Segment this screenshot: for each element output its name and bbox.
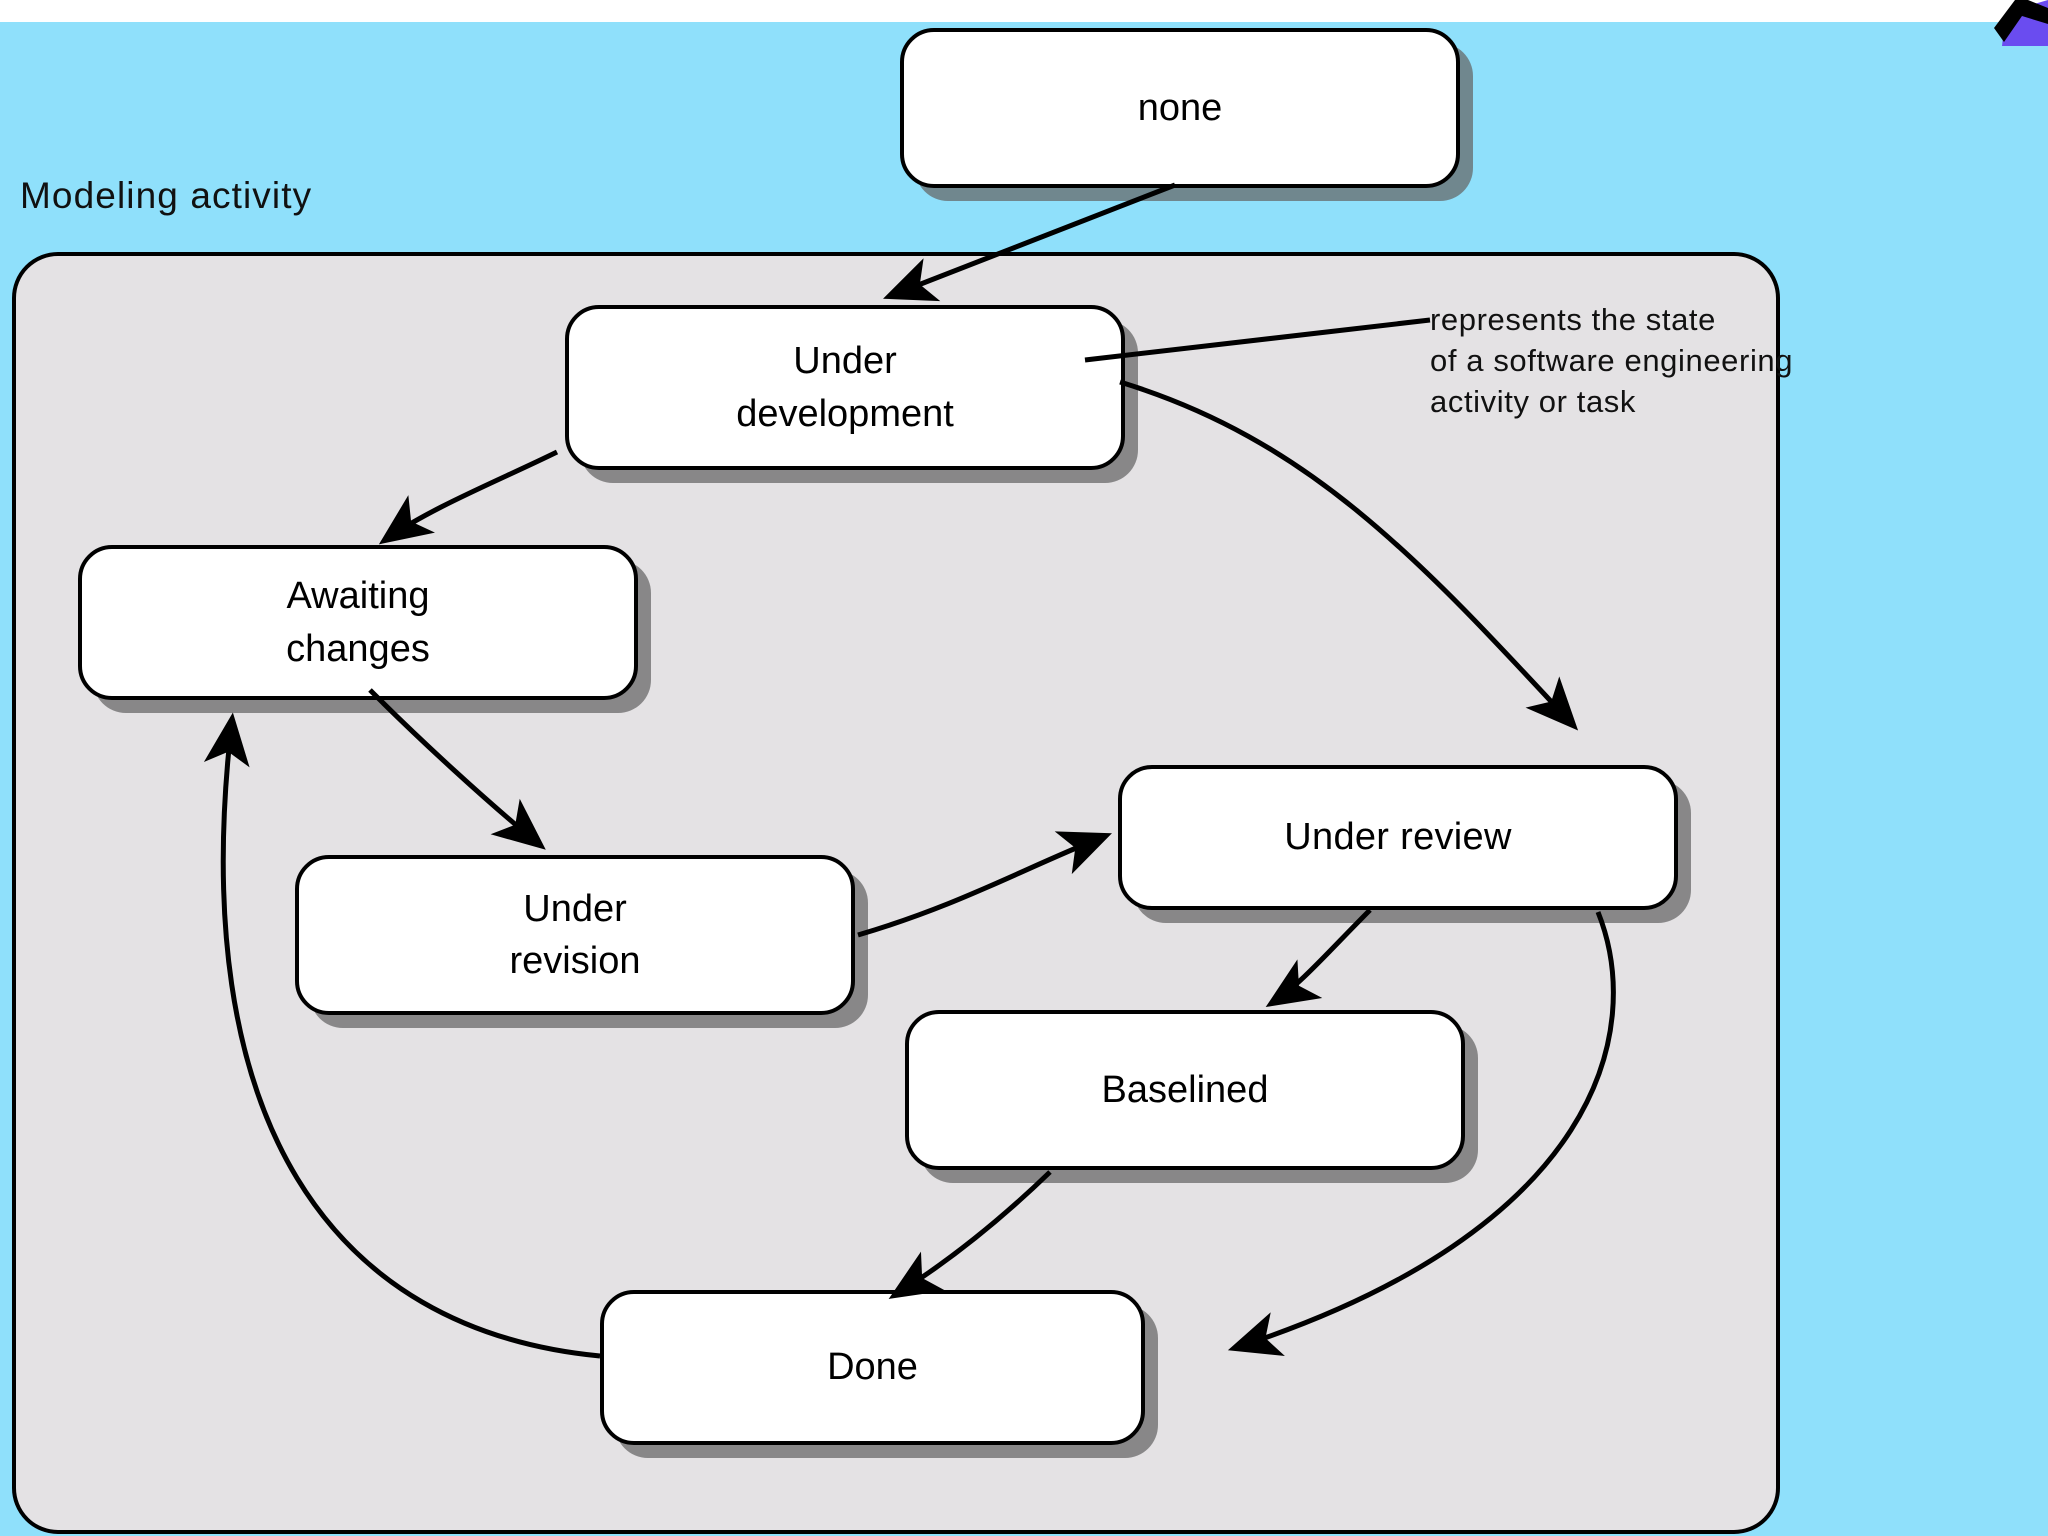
state-label-under-development-line2: development — [736, 392, 954, 435]
annotation-callout: represents the state of a software engin… — [1430, 300, 1793, 423]
state-node-baselined[interactable]: Baselined — [905, 1010, 1465, 1170]
state-node-under-development[interactable]: Under development — [565, 305, 1125, 470]
state-label-awaiting-changes-line2: changes — [286, 627, 430, 670]
annotation-line-2: of a software engineering — [1430, 342, 1794, 378]
composite-state-title: Modeling activity — [20, 175, 313, 216]
decorative-corner-graphic — [1898, 0, 2048, 64]
state-label-under-revision-line1: Under — [523, 887, 627, 930]
state-label-awaiting-changes-line1: Awaiting — [286, 575, 430, 618]
annotation-line-1: represents the state — [1430, 302, 1716, 337]
state-node-under-review[interactable]: Under review — [1118, 765, 1678, 910]
state-node-done[interactable]: Done — [600, 1290, 1145, 1445]
state-label-done-line1: Done — [827, 1346, 918, 1389]
annotation-line-3: activity or task — [1430, 383, 1636, 419]
state-label-none-line1: none — [1137, 86, 1223, 129]
state-label-under-review-line1: Under review — [1284, 816, 1512, 859]
state-node-under-revision[interactable]: Under revision — [295, 855, 855, 1015]
state-label-baselined-line1: Baselined — [1101, 1068, 1269, 1111]
state-node-awaiting-changes[interactable]: Awaiting changes — [78, 545, 638, 700]
state-label-under-development-line1: Under — [793, 340, 897, 383]
state-node-none[interactable]: none — [900, 28, 1460, 188]
state-label-under-revision-line2: revision — [509, 940, 641, 982]
